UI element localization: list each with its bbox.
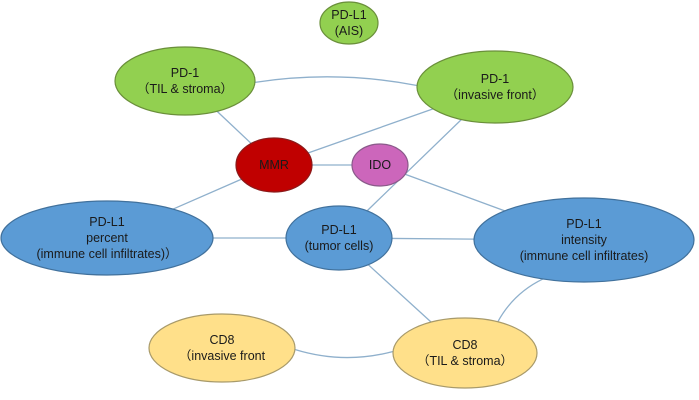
node-label: (tumor cells): [305, 239, 374, 253]
node-pdl1-intensity: PD-L1 intensity (immune cell infiltrates): [473, 197, 695, 283]
node-ellipse: [235, 137, 313, 193]
edge-pd1-til-to-mmr: [216, 110, 252, 144]
node-label: PD-L1: [566, 217, 601, 231]
edges-layer: [172, 76, 544, 359]
edge-pd1-invasive-to-mmr: [307, 108, 434, 154]
node-label: MMR: [259, 158, 289, 172]
node-ellipse: [114, 46, 256, 116]
node-label: PD-1: [481, 72, 510, 86]
node-ellipse: [0, 200, 214, 276]
node-label: PD-L1: [321, 223, 356, 237]
node-label: (immune cell infiltrates)）: [36, 247, 177, 261]
edge-pdl1-tumor-to-pdl1-intensity: [391, 237, 475, 240]
node-label: percent: [86, 231, 128, 245]
node-pdl1-percent: PD-L1 percent (immune cell infiltrates)）: [0, 200, 214, 276]
node-pd1-invasive: PD-1 （invasive front）: [416, 50, 574, 124]
node-cd8-invasive: CD8 （invasive front: [148, 313, 296, 383]
edge-ido-to-pdl1-intensity: [404, 173, 505, 212]
node-cd8-til: CD8 （TIL & stroma）: [392, 317, 538, 389]
node-ido: IDO: [351, 143, 409, 187]
node-label: PD-1: [171, 66, 200, 80]
node-label: CD8: [209, 333, 234, 347]
node-pdl1-tumor: PD-L1 (tumor cells): [285, 205, 393, 271]
node-label: PD-L1: [331, 8, 366, 22]
node-mmr: MMR: [235, 137, 313, 193]
node-ellipse: [392, 317, 538, 389]
node-ellipse: [351, 143, 409, 187]
edge-pdl1-tumor-to-cd8-til: [367, 264, 432, 323]
node-label: intensity: [561, 233, 608, 247]
node-ellipse: [148, 313, 296, 383]
node-pdl1-ais: PD-L1 (AIS): [319, 1, 379, 45]
nodes-layer: PD-L1 (AIS) PD-1 （TIL & stroma） PD-1 （invasiv…: [0, 1, 695, 389]
node-pd1-til: PD-1 （TIL & stroma）: [114, 46, 256, 116]
node-label: IDO: [369, 158, 392, 172]
node-label: (immune cell infiltrates): [520, 249, 649, 263]
edge-cd8-invasive-to-cd8-til: [294, 348, 394, 359]
node-ellipse: [319, 1, 379, 45]
node-label: （TIL & stroma）: [137, 82, 233, 96]
node-label: （invasive front: [179, 349, 266, 363]
edge-pd1-invasive-to-pdl1-tumor: [366, 119, 462, 212]
node-label: PD-L1: [89, 215, 124, 229]
node-label: （TIL & stroma）: [417, 354, 513, 368]
node-ellipse: [416, 50, 574, 124]
node-label: （invasive front）: [446, 88, 545, 102]
node-ellipse: [285, 205, 393, 271]
node-label: CD8: [452, 338, 477, 352]
edge-pd1-til-to-pd1-invasive: [254, 76, 418, 87]
edge-pdl1-intensity-to-cd8-til: [497, 278, 544, 323]
node-ellipse: [473, 197, 695, 283]
node-label: (AIS): [335, 24, 363, 38]
edge-mmr-to-pdl1-percent: [172, 178, 242, 210]
